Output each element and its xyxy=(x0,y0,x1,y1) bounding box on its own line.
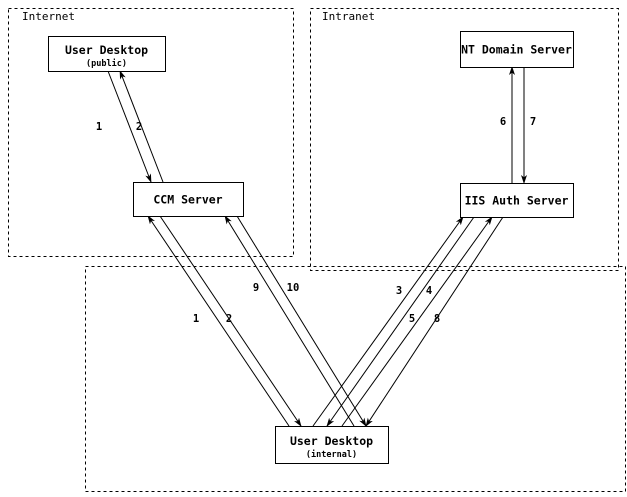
node-sublabel-user-desktop-internal: (internal) xyxy=(306,449,357,460)
flow-line-flow-3 xyxy=(312,216,464,427)
flow-line-flow-4 xyxy=(326,216,475,427)
zone-label-internet: Internet xyxy=(22,10,75,23)
flow-step-labels: 1 2 1 2 9 10 3 4 5 8 6 7 xyxy=(96,116,536,325)
zone-boundary-internal xyxy=(85,266,626,492)
flow-line-flow-2-internal xyxy=(159,215,302,427)
node-box-ccm-server[interactable] xyxy=(132,181,245,218)
node-label-nt-domain-server: NT Domain Server xyxy=(461,43,572,57)
flow-step-label-flow-8: 8 xyxy=(434,313,440,325)
node-iis-auth-server[interactable]: IIS Auth Server xyxy=(459,182,575,219)
flow-arrows xyxy=(107,66,527,427)
node-label-iis-auth-server: IIS Auth Server xyxy=(465,194,569,208)
flow-line-flow-9 xyxy=(224,215,355,427)
flow-step-label-flow-6: 6 xyxy=(500,116,506,128)
flow-step-label-flow-9: 9 xyxy=(253,282,259,294)
flow-step-label-flow-3: 3 xyxy=(396,285,402,297)
node-label-ccm-server: CCM Server xyxy=(153,193,222,207)
node-sublabel-user-desktop-public: (public) xyxy=(86,58,127,69)
zone-boundary-intranet xyxy=(310,8,619,271)
flow-step-label-flow-7: 7 xyxy=(530,116,536,128)
zone-labels: Internet Intranet xyxy=(22,10,375,23)
flow-step-label-flow-10: 10 xyxy=(287,282,300,294)
node-ccm-server[interactable]: CCM Server xyxy=(132,181,245,218)
zone-boundaries xyxy=(8,8,626,492)
node-label-user-desktop-public: User Desktop xyxy=(65,43,148,57)
node-label-user-desktop-internal: User Desktop xyxy=(290,434,373,448)
node-box-user-desktop-internal[interactable] xyxy=(274,425,390,465)
flow-line-flow-2-public xyxy=(119,70,164,183)
zone-boundary-internet xyxy=(8,8,294,257)
flow-line-flow-8 xyxy=(365,216,504,427)
flow-step-label-flow-1-public: 1 xyxy=(96,121,102,133)
node-nt-domain-server[interactable]: NT Domain Server xyxy=(459,30,575,69)
flow-line-flow-1-public xyxy=(107,70,152,183)
flow-step-label-flow-2-internal: 2 xyxy=(226,313,232,325)
node-box-iis-auth-server[interactable] xyxy=(459,182,575,219)
node-box-nt-domain-server[interactable] xyxy=(459,30,575,69)
node-user-desktop-internal[interactable]: User Desktop(internal) xyxy=(274,425,390,465)
node-user-desktop-public[interactable]: User Desktop(public) xyxy=(47,35,167,73)
flow-line-flow-5 xyxy=(341,216,493,427)
flow-line-flow-1-internal xyxy=(147,215,290,427)
flow-step-label-flow-2-public: 2 xyxy=(136,121,142,133)
flow-line-flow-10 xyxy=(236,215,367,427)
flow-step-label-flow-5: 5 xyxy=(409,313,415,325)
node-box-user-desktop-public[interactable] xyxy=(47,35,167,73)
flow-step-label-flow-1-internal: 1 xyxy=(193,313,199,325)
flow-step-label-flow-4: 4 xyxy=(426,285,432,297)
zone-label-intranet: Intranet xyxy=(322,10,375,23)
